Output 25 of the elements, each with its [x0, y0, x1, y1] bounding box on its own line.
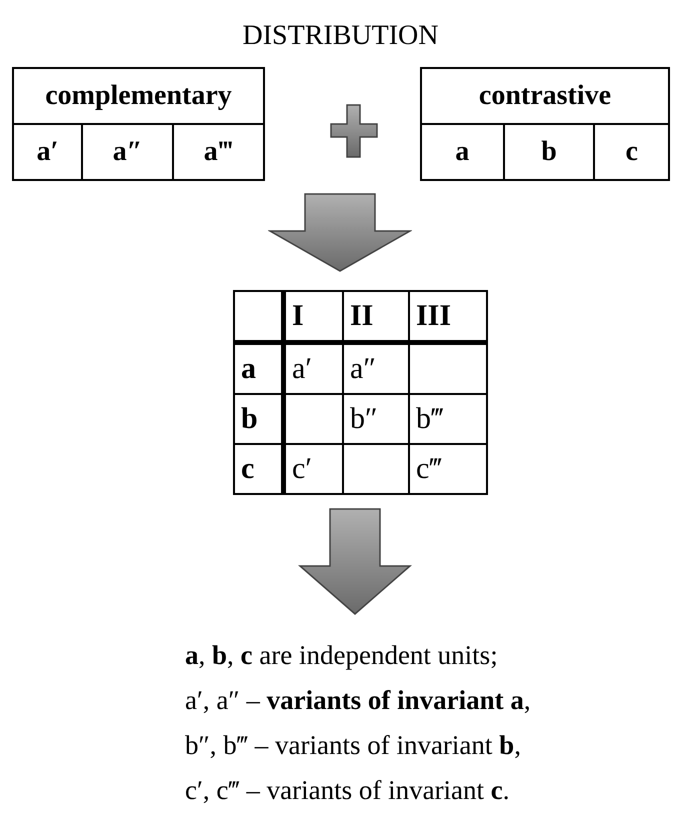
- column-header: I: [284, 291, 343, 342]
- table-cell: a: [421, 124, 504, 180]
- table-cell: b″: [343, 394, 409, 444]
- column-header: III: [409, 291, 487, 342]
- table-cell: c: [594, 124, 669, 180]
- table-cell: c′: [284, 444, 343, 494]
- row-header: b: [234, 394, 284, 444]
- row-header: c: [234, 444, 284, 494]
- column-header: II: [343, 291, 409, 342]
- row-header: a: [234, 342, 284, 394]
- note-text: b″, b‴ – variants of invariant b,: [185, 730, 521, 761]
- table-cell: a′: [13, 124, 82, 180]
- table-cell: b‴: [409, 394, 487, 444]
- note-text: a, b, c are independent units;: [185, 640, 498, 671]
- table-cell: a″: [82, 124, 173, 180]
- diagram-title: DISTRIBUTION: [242, 20, 440, 52]
- table-cell: a″: [343, 342, 409, 394]
- table-cell: c‴: [409, 444, 487, 494]
- table-cell: a‴: [172, 124, 264, 180]
- note-text: a′, a″ – variants of invariant a,: [185, 685, 531, 716]
- table-header: contrastive: [421, 68, 669, 124]
- table-cell: a′: [284, 342, 343, 394]
- table-header: complementary: [13, 68, 264, 124]
- note-text: c′, c‴ – variants of invariant c.: [185, 775, 510, 806]
- table-cell: b: [504, 124, 594, 180]
